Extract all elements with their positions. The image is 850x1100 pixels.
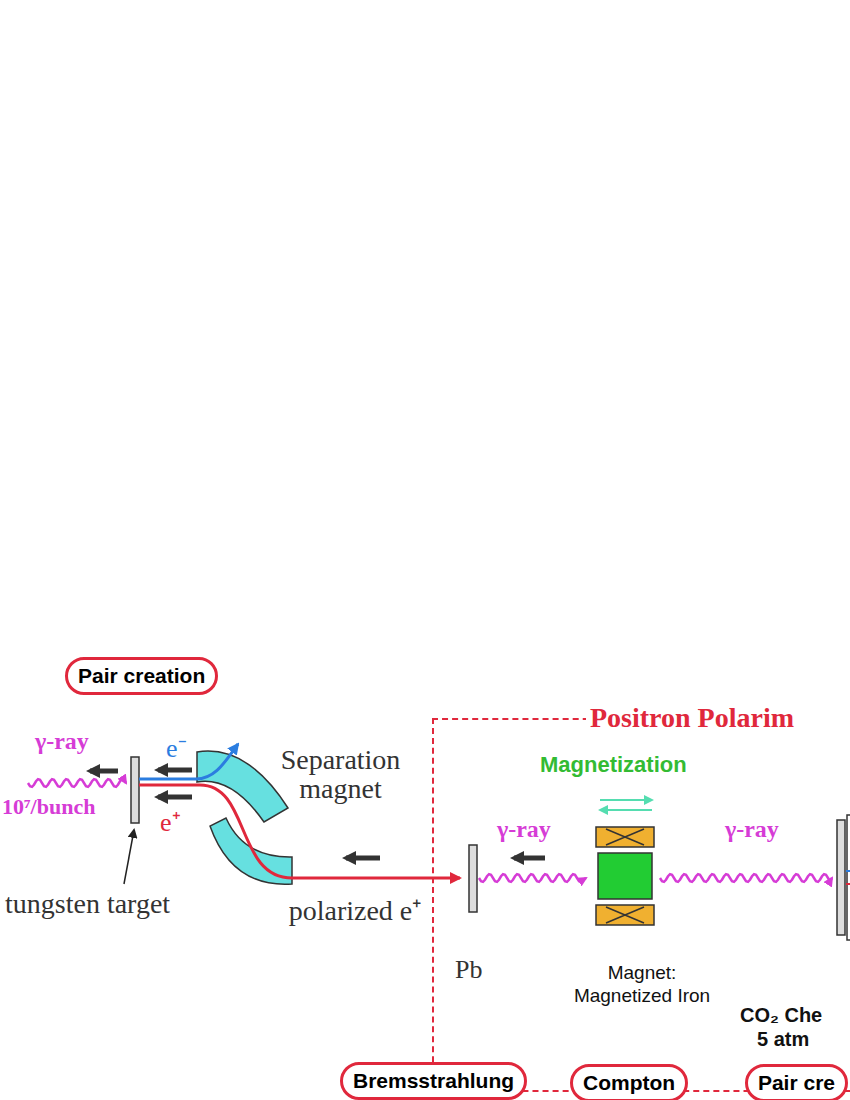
direction-arrow <box>158 768 192 773</box>
part-label: Magnet: Magnetized Iron <box>563 962 721 1008</box>
converter-plate <box>837 820 845 935</box>
leader-line <box>124 830 134 884</box>
gamma-ray-wave <box>479 874 586 882</box>
part-label: Separation magnet <box>258 745 423 804</box>
lead-converter <box>469 845 477 912</box>
electron-track <box>846 870 850 872</box>
beam-label: γ-ray <box>497 816 551 843</box>
node-text: Pair creation <box>78 663 205 689</box>
direction-arrow <box>90 769 118 774</box>
part-label: CO₂ Che <box>740 1004 822 1027</box>
part-label: 5 atm <box>757 1028 809 1051</box>
beam-label: γ-ray <box>725 816 779 843</box>
part-label: Pb <box>455 955 482 985</box>
gamma-ray-wave <box>660 874 832 882</box>
process-tag: Pair cre <box>745 1064 848 1100</box>
stage-tag: Pair creation <box>65 657 218 695</box>
particle-label: e⁻ <box>166 729 187 765</box>
node-text: Pair cre <box>758 1070 835 1096</box>
part-label: tungsten target <box>5 888 170 920</box>
particle-label: e⁺ <box>160 803 181 839</box>
node-text: Compton <box>583 1070 675 1096</box>
beam-label: γ-ray <box>35 728 89 755</box>
magnetized-iron <box>598 853 652 899</box>
magnet-coil <box>596 827 654 847</box>
coil-cross <box>606 829 644 845</box>
separation-magnet <box>210 818 292 884</box>
direction-arrow <box>514 856 545 861</box>
coil-cross <box>606 907 644 923</box>
cherenkov-wall <box>847 815 850 940</box>
gamma-ray-wave <box>28 779 126 787</box>
node-text: Bremsstrahlung <box>353 1068 514 1094</box>
electron-beam <box>139 744 238 779</box>
magnet-coil <box>596 905 654 925</box>
magnetization-arrow <box>600 809 652 811</box>
region-heading: Positron Polarim <box>586 701 850 735</box>
process-tag: Bremsstrahlung <box>340 1062 527 1100</box>
direction-arrow <box>346 856 380 861</box>
beam-label: polarized e⁺ <box>280 893 430 929</box>
process-tag: Compton <box>570 1064 688 1100</box>
intensity-label: 10⁷/bunch <box>2 794 95 820</box>
positron-track <box>846 883 850 885</box>
field-label: Magnetization <box>540 752 687 778</box>
magnetization-arrow <box>600 799 652 801</box>
direction-arrow <box>158 795 192 800</box>
tungsten-target <box>131 757 139 823</box>
